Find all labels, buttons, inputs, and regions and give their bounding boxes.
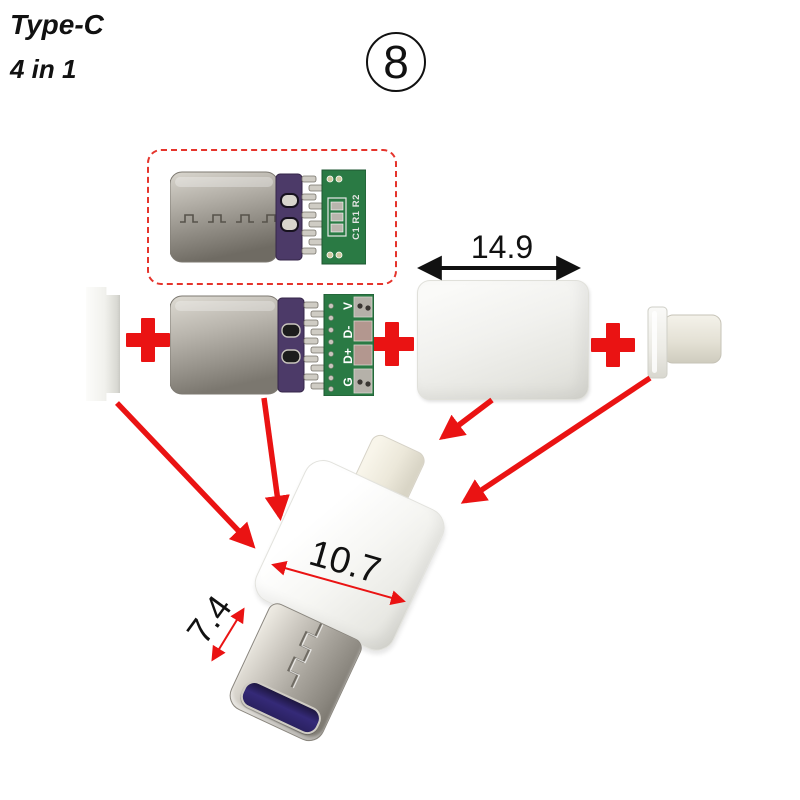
plug-seam — [287, 623, 324, 689]
pad-label-dplus: D+ — [341, 348, 355, 364]
plus-icon — [370, 322, 414, 366]
product-title: Type-C — [10, 9, 104, 40]
dimension-label-shell-width: 14.9 — [470, 228, 534, 265]
pad-label-v: V — [341, 302, 355, 310]
arrow-from-shell — [438, 397, 494, 441]
item-number: 8 — [383, 36, 409, 88]
highlight-dashed-box — [147, 149, 397, 285]
pcb-silkscreen-label: C1 R1 R2 — [351, 194, 362, 240]
stamp-marks — [180, 214, 276, 223]
product-subtitle: 4 in 1 — [10, 53, 77, 84]
assembled-connector — [193, 412, 468, 774]
plus-icon — [126, 318, 170, 362]
arrow-from-plug-pcb — [261, 397, 290, 522]
solder-pins — [301, 175, 324, 255]
usbc-plug-pcb-pads: G D+ D- V — [170, 294, 374, 396]
pcb-top: C1 R1 R2 — [321, 169, 366, 265]
plus-icon — [591, 323, 635, 367]
assembled-metal-plug — [224, 599, 366, 747]
arrow-from-end-cap — [115, 401, 256, 549]
pcb-pads: G D+ D- V — [323, 294, 374, 396]
pad-label-dminus: D- — [341, 326, 355, 339]
purple-clip — [277, 297, 305, 393]
white-end-cap — [86, 287, 120, 401]
white-housing-shell — [417, 280, 589, 400]
item-number-badge: 8 — [366, 32, 426, 92]
usbc-plug-pcb-top: C1 R1 R2 — [170, 169, 366, 265]
pad-label-g: G — [341, 377, 355, 386]
header: Type-C 4 in 1 — [10, 6, 104, 87]
strain-relief-boot — [647, 306, 722, 379]
solder-pins — [303, 301, 326, 390]
